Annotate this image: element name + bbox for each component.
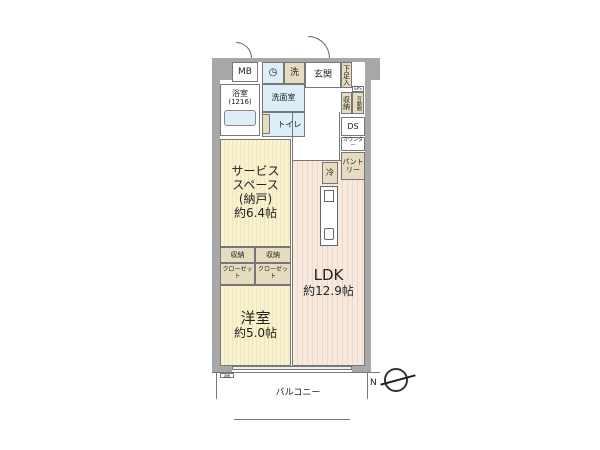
room-label: 冷 xyxy=(326,168,334,178)
room-label: サービス xyxy=(231,164,280,179)
room-label: クローゼット xyxy=(222,266,253,280)
wall-right xyxy=(365,80,371,372)
room-entrance: 玄関 xyxy=(305,62,341,88)
room-label: 収納 xyxy=(230,250,245,259)
washer-icon: ◷ xyxy=(268,67,278,79)
pantry: パントリー xyxy=(341,152,365,180)
room-western: 洋室 約5.0帖 xyxy=(220,285,291,366)
toilet-shelf xyxy=(262,114,270,134)
room-mb: MB xyxy=(232,62,258,82)
room-label: 可動棚 xyxy=(355,95,362,111)
bathtub-icon xyxy=(224,110,256,127)
washer-space: ◷ xyxy=(262,62,284,84)
room-size: 約6.4帖 xyxy=(233,205,278,220)
window-sill xyxy=(232,366,352,370)
eps: EPS xyxy=(352,86,364,92)
room-label: スペース xyxy=(232,178,279,193)
balcony-label: バルコニー xyxy=(268,385,328,398)
bath-size: (1216) xyxy=(228,98,252,107)
room-label: LDK xyxy=(313,266,344,285)
room-laundry: 洗 xyxy=(284,62,305,84)
hallway xyxy=(292,112,340,160)
room-label: 収納 xyxy=(266,250,280,259)
wall-top xyxy=(212,58,380,62)
compass-icon xyxy=(384,368,408,392)
room-label: クローゼット xyxy=(257,266,288,280)
room-label: MB xyxy=(238,66,252,77)
room-label: 洗 xyxy=(289,67,299,78)
sink-icon xyxy=(324,228,334,240)
room-label: 下足入 xyxy=(342,64,351,86)
room-label: トイレ xyxy=(277,119,302,129)
wall-left xyxy=(212,80,220,372)
room-label: 浴室 xyxy=(232,89,248,98)
room-service-space: サービス スペース (納戸) 約6.4帖 xyxy=(220,139,291,247)
compass-north-label: N xyxy=(370,378,377,388)
balcony-rail xyxy=(212,372,380,373)
room-size: 約12.9帖 xyxy=(303,283,354,298)
stove-icon xyxy=(324,190,334,202)
room-label: バルコニー xyxy=(275,388,321,398)
adjustable-shelf: 可動棚 xyxy=(352,92,364,114)
room-ldk: LDK 約12.9帖 xyxy=(292,160,365,366)
room-label: パントリー xyxy=(342,157,364,174)
room-label: DS xyxy=(347,121,359,131)
room-washroom: 洗面室 xyxy=(262,84,305,112)
fridge-space: 冷 xyxy=(322,162,338,184)
room-label: (納戸) xyxy=(238,192,273,206)
closet-left: クローゼット xyxy=(220,263,255,285)
room-label: EPS xyxy=(354,85,362,91)
room-label: カウンター xyxy=(342,137,363,149)
balcony xyxy=(216,372,368,420)
storage-entry: 収納 xyxy=(341,92,352,114)
room-label: 洗面室 xyxy=(271,93,296,103)
wall-top-left xyxy=(212,60,232,80)
wall-top-right xyxy=(365,60,380,80)
shoe-storage: 下足入 xyxy=(341,62,352,88)
room-label: 収納 xyxy=(342,96,351,110)
counter: カウンター xyxy=(341,137,365,151)
evacuation-hatch: 避難 xyxy=(220,373,234,378)
room-bath: 浴室 (1216) xyxy=(220,84,260,136)
room-size: 約5.0帖 xyxy=(233,326,278,341)
door-mb xyxy=(236,42,252,58)
room-label: 洋室 xyxy=(240,308,271,327)
room-label: 玄関 xyxy=(313,69,332,80)
storage-right: 収納 xyxy=(255,247,291,263)
door-entrance xyxy=(308,36,330,58)
room-ds: DS xyxy=(341,117,365,136)
closet-right: クローゼット xyxy=(255,263,291,285)
storage-left: 収納 xyxy=(220,247,255,263)
